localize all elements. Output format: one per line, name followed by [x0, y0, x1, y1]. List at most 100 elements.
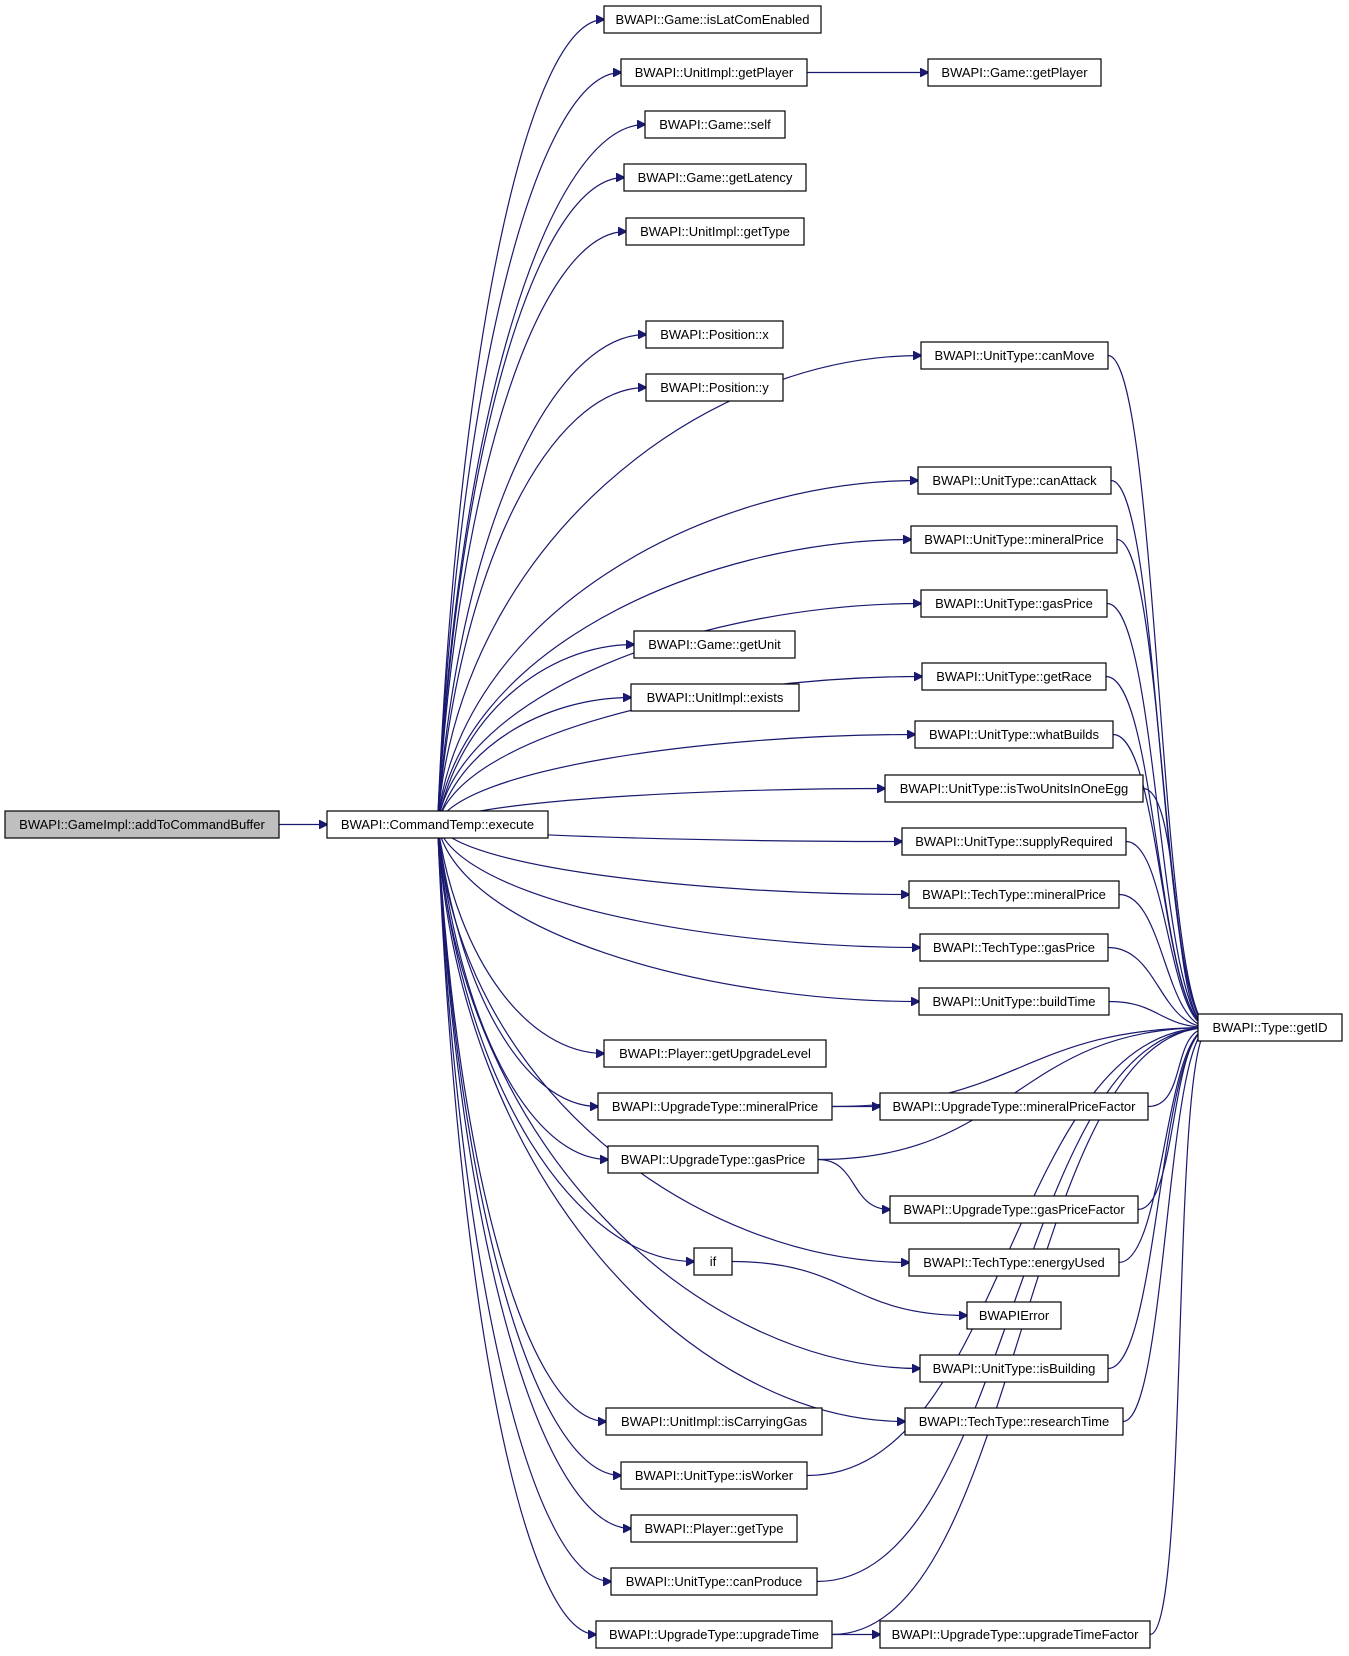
node-getLatency[interactable]: BWAPI::Game::getLatency: [623, 163, 807, 192]
node-box: [919, 933, 1109, 962]
node-box: [918, 987, 1110, 1016]
node-posX[interactable]: BWAPI::Position::x: [645, 320, 784, 349]
node-getRace[interactable]: BWAPI::UnitType::getRace: [921, 662, 1107, 691]
node-upTime[interactable]: BWAPI::UpgradeType::upgradeTime: [595, 1620, 833, 1649]
node-exists[interactable]: BWAPI::UnitImpl::exists: [630, 683, 800, 712]
edge-exec-to-canMove: [436, 356, 922, 825]
node-box: [693, 1247, 733, 1276]
node-posY[interactable]: BWAPI::Position::y: [645, 373, 784, 402]
node-box: [645, 320, 784, 349]
node-label: BWAPI::Player::getUpgradeLevel: [619, 1046, 811, 1061]
node-getID[interactable]: BWAPI::Type::getID: [1197, 1013, 1343, 1042]
node-box: [908, 1248, 1120, 1277]
node-upMineral[interactable]: BWAPI::UpgradeType::mineralPrice: [597, 1092, 833, 1121]
node-label: BWAPI::UnitType::canProduce: [626, 1574, 803, 1589]
edge-ttMineral-to-getID: [1118, 893, 1210, 1028]
edge-exec-to-getRace: [436, 677, 923, 825]
node-label: BWAPI::UnitType::canAttack: [932, 473, 1097, 488]
node-box: [595, 1620, 833, 1649]
edge-exec-to-ttGas: [436, 824, 921, 948]
node-label: BWAPI::UpgradeType::gasPriceFactor: [903, 1202, 1125, 1217]
node-utMineral[interactable]: BWAPI::UnitType::mineralPrice: [910, 525, 1118, 554]
node-exec[interactable]: BWAPI::CommandTemp::execute: [326, 810, 549, 839]
node-box: [1197, 1013, 1343, 1042]
node-box: [630, 1514, 798, 1543]
node-label: BWAPI::GameImpl::addToCommandBuffer: [19, 817, 265, 832]
node-canMove[interactable]: BWAPI::UnitType::canMove: [920, 341, 1109, 370]
edge-exec-to-canProduce: [436, 824, 612, 1582]
node-label: BWAPI::UnitType::isWorker: [635, 1468, 794, 1483]
node-label: BWAPI::TechType::energyUsed: [923, 1255, 1105, 1270]
node-research[interactable]: BWAPI::TechType::researchTime: [904, 1407, 1124, 1436]
node-upGas[interactable]: BWAPI::UpgradeType::gasPrice: [607, 1145, 819, 1174]
node-gameGetPlayer[interactable]: BWAPI::Game::getPlayer: [927, 58, 1102, 87]
node-box: [620, 1461, 808, 1490]
edge-exec-to-getLatency: [436, 178, 625, 825]
node-box: [597, 1092, 833, 1121]
node-box: [644, 110, 786, 139]
node-isWorker[interactable]: BWAPI::UnitType::isWorker: [620, 1461, 808, 1490]
node-box: [921, 662, 1107, 691]
node-box: [620, 58, 808, 87]
node-canAttack[interactable]: BWAPI::UnitType::canAttack: [917, 466, 1112, 495]
node-box: [910, 525, 1118, 554]
edge-exec-to-carryGas: [436, 824, 607, 1422]
node-box: [919, 1354, 1109, 1383]
edge-exec-to-research: [436, 824, 906, 1422]
node-box: [879, 1092, 1149, 1121]
edge-exec-to-getUnit: [436, 645, 635, 825]
node-upMineralF[interactable]: BWAPI::UpgradeType::mineralPriceFactor: [879, 1092, 1149, 1121]
node-ttGas[interactable]: BWAPI::TechType::gasPrice: [919, 933, 1109, 962]
node-plGetType[interactable]: BWAPI::Player::getType: [630, 1514, 798, 1543]
node-label: BWAPI::Game::self: [659, 117, 771, 132]
node-label: BWAPI::UnitImpl::exists: [647, 690, 784, 705]
node-isLatCom[interactable]: BWAPI::Game::isLatComEnabled: [603, 5, 822, 34]
node-label: BWAPI::UnitType::isBuilding: [933, 1361, 1096, 1376]
node-label: BWAPI::Player::getType: [645, 1521, 784, 1536]
edge-exec-to-energy: [436, 824, 910, 1263]
edge-exec-to-gameSelf: [436, 125, 646, 825]
node-isBuilding[interactable]: BWAPI::UnitType::isBuilding: [919, 1354, 1109, 1383]
node-label: BWAPI::Position::y: [660, 380, 769, 395]
node-canProduce[interactable]: BWAPI::UnitType::canProduce: [610, 1567, 818, 1596]
node-box: [630, 683, 800, 712]
node-upgLevel[interactable]: BWAPI::Player::getUpgradeLevel: [603, 1039, 827, 1068]
node-uiGetType[interactable]: BWAPI::UnitImpl::getType: [625, 217, 805, 246]
node-label: BWAPI::Position::x: [660, 327, 769, 342]
node-whatBuilds[interactable]: BWAPI::UnitType::whatBuilds: [914, 720, 1114, 749]
edge-exec-to-buildTime: [436, 824, 920, 1002]
node-box: [904, 1407, 1124, 1436]
node-box: [633, 630, 796, 659]
node-box: [927, 58, 1102, 87]
node-ifNode[interactable]: if: [693, 1247, 733, 1276]
node-buildTime[interactable]: BWAPI::UnitType::buildTime: [918, 987, 1110, 1016]
node-root[interactable]: BWAPI::GameImpl::addToCommandBuffer: [4, 810, 280, 839]
node-label: BWAPI::CommandTemp::execute: [341, 817, 534, 832]
node-ttMineral[interactable]: BWAPI::TechType::mineralPrice: [908, 880, 1120, 909]
node-carryGas[interactable]: BWAPI::UnitImpl::isCarryingGas: [605, 1407, 823, 1436]
node-label: BWAPI::Game::getUnit: [648, 637, 781, 652]
node-box: [603, 1039, 827, 1068]
node-label: BWAPI::UnitType::mineralPrice: [924, 532, 1103, 547]
node-label: BWAPI::UnitType::buildTime: [932, 994, 1095, 1009]
node-label: BWAPI::Game::getPlayer: [941, 65, 1088, 80]
node-getUnit[interactable]: BWAPI::Game::getUnit: [633, 630, 796, 659]
node-supply[interactable]: BWAPI::UnitType::supplyRequired: [901, 827, 1127, 856]
node-label: BWAPI::UnitType::getRace: [936, 669, 1092, 684]
edge-upTimeF-to-getID: [1149, 1028, 1210, 1636]
node-energy[interactable]: BWAPI::TechType::energyUsed: [908, 1248, 1120, 1277]
edge-upGasF-to-getID: [1137, 1028, 1210, 1211]
node-upTimeF[interactable]: BWAPI::UpgradeType::upgradeTimeFactor: [879, 1620, 1151, 1649]
node-bwapiError[interactable]: BWAPIError: [966, 1301, 1062, 1330]
node-upGasF[interactable]: BWAPI::UpgradeType::gasPriceFactor: [889, 1195, 1139, 1224]
node-uiGetPlayer[interactable]: BWAPI::UnitImpl::getPlayer: [620, 58, 808, 87]
node-box: [920, 341, 1109, 370]
node-twoUnits[interactable]: BWAPI::UnitType::isTwoUnitsInOneEgg: [884, 774, 1144, 803]
edge-exec-to-posY: [436, 388, 647, 825]
node-utGas[interactable]: BWAPI::UnitType::gasPrice: [920, 589, 1108, 618]
edge-exec-to-exists: [436, 698, 632, 825]
node-gameSelf[interactable]: BWAPI::Game::self: [644, 110, 786, 139]
edge-upGas-to-upGasF: [817, 1158, 890, 1210]
edge-research-to-getID: [1122, 1028, 1210, 1423]
